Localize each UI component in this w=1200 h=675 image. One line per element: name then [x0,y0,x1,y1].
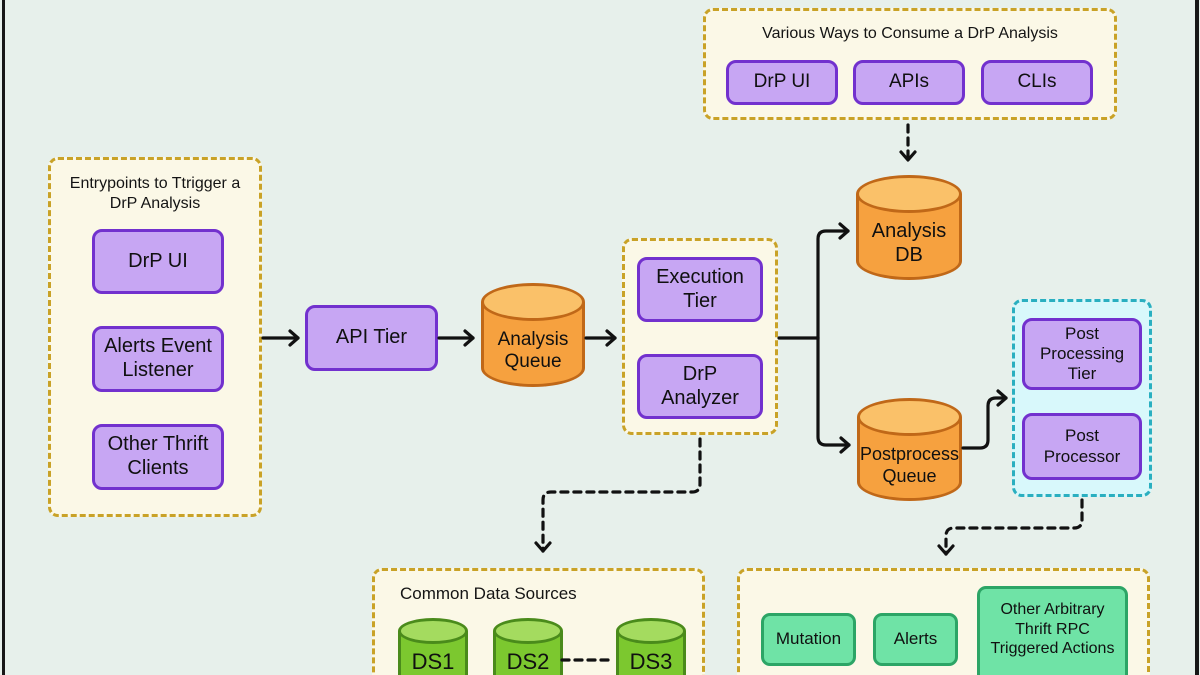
postprocess-queue-label: Postprocess Queue [859,444,960,486]
analysis-queue-cylinder: Analysis Queue [481,283,585,387]
consume-panel: Various Ways to Consume a DrP Analysis D… [703,8,1117,120]
cylinder-top [493,618,563,644]
ds2-cylinder: DS2 [493,618,563,675]
ds2-label: DS2 [506,649,550,674]
connector-branch-to-analysis-db [816,222,850,340]
api-tier-node: API Tier [305,305,438,371]
drp-analyzer-node: DrP Analyzer [637,354,763,419]
actions-panel: Mutation Alerts Other Arbitrary Thrift R… [737,568,1150,675]
entry-thrift-clients-node: Other Thrift Clients [92,424,224,490]
consume-clis-node: CLIs [981,60,1093,105]
analysis-db-cylinder: Analysis DB [856,175,962,280]
postprocess-queue-cylinder: Postprocess Queue [857,398,962,501]
data-sources-panel: Common Data Sources DS1 DS2 DS3 [372,568,705,675]
other-thrift-actions-node: Other Arbitrary Thrift RPC Triggered Act… [977,586,1128,675]
connector-postpanel-to-actions-dashed [937,498,1084,556]
analysis-queue-label: Analysis Queue [497,328,569,372]
consume-panel-title: Various Ways to Consume a DrP Analysis [762,25,1058,42]
ds3-label: DS3 [629,649,673,674]
consume-apis-node: APIs [853,60,965,105]
post-processor-node: Post Processor [1022,413,1142,480]
entry-drp-ui-node: DrP UI [92,229,224,294]
left-frame-line [2,0,5,675]
execution-tier-node: Execution Tier [637,257,763,322]
ds3-cylinder: DS3 [616,618,686,675]
cylinder-top [857,398,962,436]
consume-drp-ui-node: DrP UI [726,60,838,105]
ds1-label: DS1 [411,649,455,674]
connector-branch-to-postprocess-queue [816,336,851,454]
ds1-cylinder: DS1 [398,618,468,675]
connector-postqueue-to-postpanel [961,389,1008,450]
cylinder-top [856,175,962,213]
alerts-action-node: Alerts [873,613,958,666]
data-sources-title: Common Data Sources [400,584,577,603]
entry-alerts-listener-node: Alerts Event Listener [92,326,224,392]
right-frame-line [1195,0,1199,675]
analysis-db-label: Analysis DB [871,219,947,266]
entrypoints-panel-title: Entrypoints to Ttrigger a DrP Analysis [69,175,241,212]
cylinder-top [398,618,468,644]
cylinder-top [616,618,686,644]
entrypoints-panel: Entrypoints to Ttrigger a DrP Analysis D… [48,157,262,517]
cylinder-top [481,283,585,321]
post-processing-panel: Post Processing Tier Post Processor [1012,299,1152,497]
post-processing-tier-node: Post Processing Tier [1022,318,1142,390]
mutation-action-node: Mutation [761,613,856,666]
execution-panel: Execution Tier DrP Analyzer [622,238,778,435]
connector-execution-to-datasources-dashed [534,437,702,553]
